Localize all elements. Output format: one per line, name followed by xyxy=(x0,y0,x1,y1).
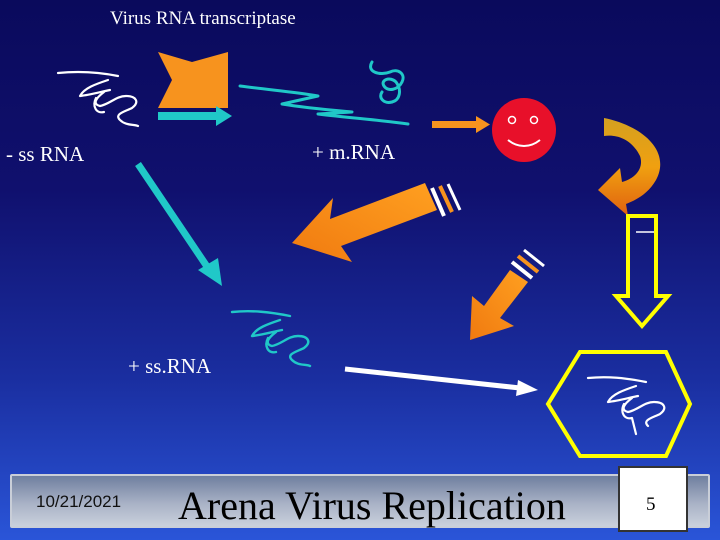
orange-arrow-to-protein xyxy=(432,116,490,133)
negative-ss-rna-label: - ss RNA xyxy=(6,142,85,166)
cyan-arrow-transcription xyxy=(158,106,232,126)
transcriptase-label: Virus RNA transcriptase xyxy=(110,8,296,29)
protein-face-icon xyxy=(492,98,556,162)
page-number-box xyxy=(618,466,688,532)
mrna-strand-icon xyxy=(238,60,410,126)
transcriptase-enzyme-icon xyxy=(158,52,228,108)
footer-date: 10/21/2021 xyxy=(36,492,122,511)
slide-title: Arena Virus Replication xyxy=(178,483,566,528)
footer-bar xyxy=(10,474,710,528)
virion-hexagon-icon xyxy=(545,350,693,458)
positive-ss-rna-label: + ss.RNA xyxy=(128,354,212,378)
yellow-down-arrow-icon xyxy=(611,214,673,330)
cyan-arrow-replication xyxy=(135,162,222,286)
mrna-label: + m.RNA xyxy=(312,140,396,164)
big-orange-arrow-icon xyxy=(292,183,462,262)
orange-arrow-assembly-icon xyxy=(470,248,545,340)
page-number: 5 xyxy=(646,494,656,515)
negative-rna-strand-icon xyxy=(56,70,140,128)
white-arrow-to-virion xyxy=(344,366,538,396)
positive-rna-strand-icon xyxy=(230,310,312,368)
curved-arrow-icon xyxy=(598,118,661,216)
